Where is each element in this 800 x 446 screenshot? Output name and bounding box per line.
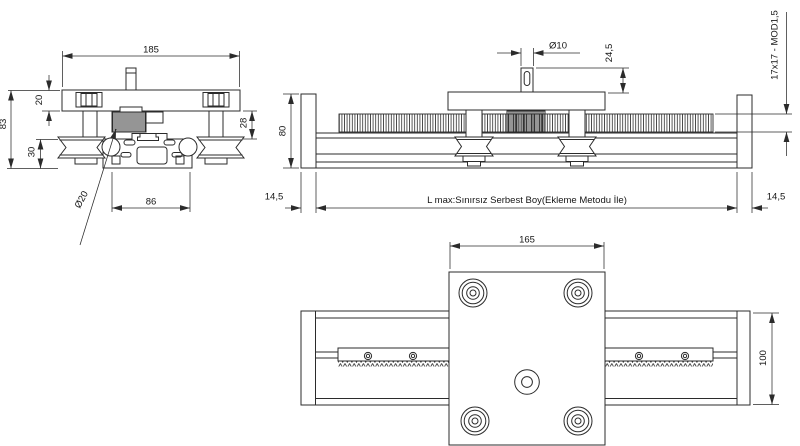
front-view-dimensions: 185 20 83 30 28 86 Ø20 <box>0 45 257 246</box>
dim-profile-width-label: 86 <box>146 197 157 208</box>
dim-lower-height-label: 30 <box>27 147 38 158</box>
side-view-geometry <box>300 67 753 169</box>
rack-connector-left <box>315 351 339 359</box>
length-note-label: L max:Sınırsız Serbest Boy(Ekleme Metodu… <box>427 195 627 206</box>
dim-left-end-thickness-label: 14,5 <box>265 192 284 203</box>
side-v-roller-left <box>454 136 494 167</box>
gear-shaft-step <box>145 111 164 124</box>
dim-end-plate-height-label: 80 <box>278 126 289 137</box>
carriage-post-right <box>568 109 586 139</box>
dim-plate-thickness-label: 20 <box>34 95 45 106</box>
right-hex-bolt <box>202 92 230 108</box>
center-shaft-hole <box>514 369 540 395</box>
dim-roller-diameter-label: Ø20 <box>73 189 91 210</box>
dim-stud-height-label: 24,5 <box>604 44 615 63</box>
pinion-gear-front <box>111 111 147 133</box>
left-v-roller <box>56 136 107 165</box>
pinion-gear-side <box>506 110 546 133</box>
rail-beam <box>315 132 738 169</box>
side-v-roller-right <box>557 136 597 167</box>
right-v-roller <box>195 136 246 165</box>
carriage-post-left <box>465 109 483 139</box>
profile-cavity <box>136 146 168 165</box>
dim-clearance-label: 28 <box>239 118 250 129</box>
right-bolt-shaft <box>208 110 224 138</box>
plan-view-dimensions: 165 100 <box>449 235 779 405</box>
roller-pin-left <box>101 137 121 157</box>
dim-rack-section-label: 17x17 - MOD1,5 <box>770 10 781 80</box>
rack-connector-right <box>712 351 738 359</box>
drive-stud-front <box>125 67 137 91</box>
front-view-geometry <box>56 67 246 169</box>
left-hex-bolt <box>75 92 103 108</box>
front-view: 185 20 83 30 28 86 Ø20 <box>0 45 257 246</box>
roller-pin-right <box>178 137 198 157</box>
dim-carriage-width-label: 165 <box>519 235 535 246</box>
rack-screw-holes <box>363 351 690 361</box>
roller-diameter-leader <box>79 128 117 246</box>
dim-right-end-thickness-label: 14,5 <box>767 192 786 203</box>
side-view: 80 Ø10 24,5 17x17 - MOD1,5 14,5 L max:Sı… <box>265 10 792 213</box>
side-view-dimensions: 80 Ø10 24,5 17x17 - MOD1,5 14,5 L max:Sı… <box>265 10 792 213</box>
carriage-plate-side <box>447 91 606 111</box>
dim-overall-height-label: 83 <box>0 119 9 130</box>
plan-view: 165 100 <box>300 235 779 446</box>
rail-profile-section <box>101 133 198 169</box>
carriage-plate-plan <box>448 271 606 446</box>
dim-front-width-label: 185 <box>143 45 159 56</box>
carriage-plate-front <box>61 89 241 112</box>
dim-rail-width-label: 100 <box>758 350 769 366</box>
carriage-rollers-plan <box>458 278 593 436</box>
stud-slot <box>523 71 531 86</box>
gear-hub-front <box>119 106 143 113</box>
left-bolt-shaft <box>82 110 98 138</box>
dim-stud-diameter-label: Ø10 <box>549 41 567 52</box>
plan-view-geometry <box>300 271 751 446</box>
end-plate-left <box>300 93 317 169</box>
end-plate-right <box>736 94 753 169</box>
